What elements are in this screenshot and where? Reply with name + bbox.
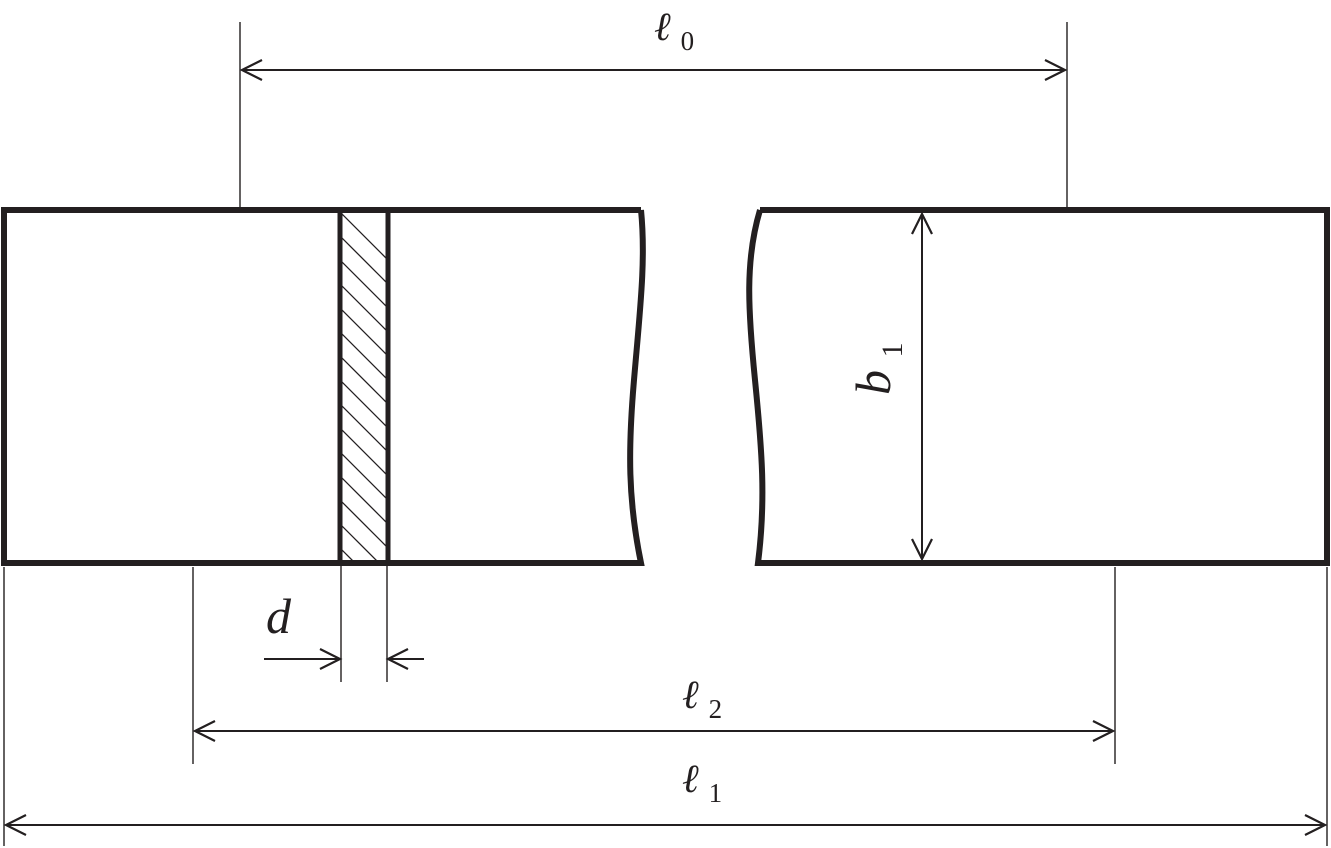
- svg-text:ℓ 1: ℓ 1: [682, 756, 722, 808]
- b1-arrow-bottom: [911, 538, 933, 562]
- weld-hatching: [342, 213, 386, 562]
- l1-arrow-left: [3, 814, 27, 836]
- l2-arrow-left: [192, 720, 216, 742]
- l2-label-subscript: 2: [709, 694, 723, 724]
- b1-label-subscript: 1: [876, 343, 909, 358]
- l1-label-subscript: 1: [709, 778, 723, 808]
- l1-label: ℓ: [682, 756, 699, 801]
- l0-label: ℓ: [654, 4, 671, 49]
- dimension-l1: ℓ 1: [3, 567, 1328, 846]
- svg-text:ℓ 2: ℓ 2: [682, 672, 722, 724]
- weld-seam: [337, 210, 391, 563]
- b1-label: b: [845, 370, 901, 395]
- l2-arrow-right: [1092, 720, 1116, 742]
- d-label: d: [266, 588, 292, 644]
- d-arrow-left: [319, 648, 343, 670]
- svg-text:ℓ 0: ℓ 0: [654, 4, 694, 56]
- l2-label: ℓ: [682, 672, 699, 717]
- dimension-d: d: [264, 565, 424, 682]
- left-specimen-outline: [1, 207, 646, 566]
- dimension-b1: b 1: [845, 211, 933, 562]
- right-specimen-outline: [746, 207, 1330, 566]
- dimension-l2: ℓ 2: [192, 567, 1116, 764]
- l0-arrow-left: [239, 59, 263, 81]
- b1-arrow-top: [911, 211, 933, 235]
- l0-arrow-right: [1044, 59, 1068, 81]
- l0-label-subscript: 0: [681, 26, 695, 56]
- l1-arrow-right: [1304, 814, 1328, 836]
- d-arrow-right: [385, 648, 409, 670]
- dimension-l0: ℓ 0: [239, 4, 1068, 208]
- svg-text:b 1: b 1: [845, 343, 909, 396]
